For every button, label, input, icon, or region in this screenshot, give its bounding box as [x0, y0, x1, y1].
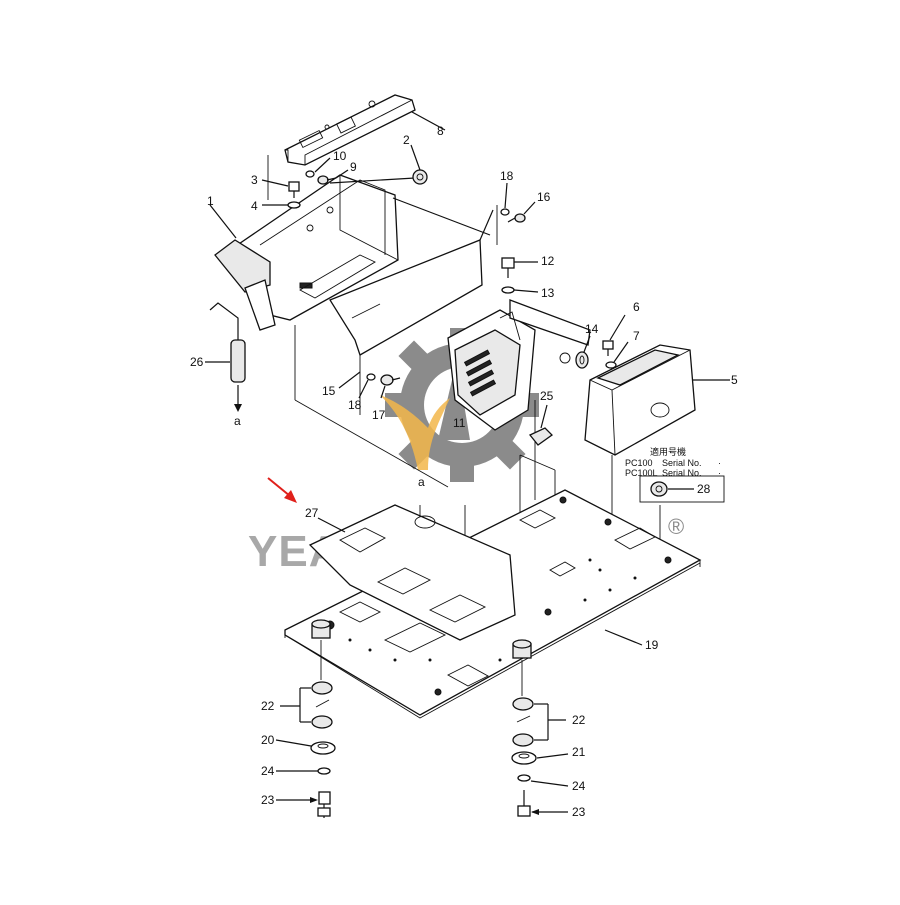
- callout-4: 4: [251, 199, 258, 213]
- mount-stack-right: [511, 639, 569, 817]
- serial-row2-model: PC100L: [625, 468, 658, 478]
- callout-14: 14: [585, 322, 599, 336]
- callout-2: 2: [403, 133, 410, 147]
- callout-labels: 1 2 3 4 5 6 7 8 9 10 11 12 13 14 15 16 1…: [190, 124, 738, 819]
- part-14-grommet: [575, 335, 591, 369]
- serial-row2-suffix: ·: [718, 468, 721, 478]
- highlight-arrow-icon: [267, 477, 297, 503]
- part-5-cover-box: [584, 344, 730, 456]
- part-13-washer: [501, 286, 539, 294]
- part-25-grommet: [528, 404, 554, 446]
- part-8-top-bracket: [284, 94, 446, 166]
- callout-7: 7: [633, 329, 640, 343]
- callout-24-left: 24: [261, 764, 275, 778]
- callout-28: 28: [697, 482, 711, 496]
- callout-26: 26: [190, 355, 204, 369]
- callout-5: 5: [731, 373, 738, 387]
- part-18-washer-lower: [358, 373, 376, 399]
- callout-3: 3: [251, 173, 258, 187]
- callout-21: 21: [572, 745, 586, 759]
- part-17-screw: [380, 374, 401, 399]
- part-18-washer-top: [500, 182, 510, 216]
- part-7-washer: [605, 341, 629, 369]
- callout-11: 11: [453, 416, 466, 430]
- part-6-bolt: [602, 314, 626, 356]
- part-26-handle: [205, 302, 246, 412]
- serial-row2-text: Serial No.: [662, 468, 702, 478]
- callout-23-left: 23: [261, 793, 275, 807]
- callout-12: 12: [541, 254, 555, 268]
- part-2-nut: [410, 144, 428, 185]
- serial-number-note: 適用号機 PC100 Serial No. · PC100L Serial No…: [625, 446, 721, 478]
- callout-6: 6: [633, 300, 640, 314]
- callout-25: 25: [540, 389, 554, 403]
- serial-row1-model: PC100: [625, 458, 653, 468]
- callout-9: 9: [350, 160, 357, 174]
- callout-13: 13: [541, 286, 555, 300]
- callout-16: 16: [537, 190, 551, 204]
- watermark-registered-mark: ®: [668, 514, 684, 539]
- part-27-floor-mat: [308, 504, 516, 641]
- callout-22-right: 22: [572, 713, 586, 727]
- part-10-washer: [305, 157, 331, 178]
- reference-a-handle: a: [234, 414, 241, 428]
- callout-15: 15: [322, 384, 336, 398]
- flame-accent-icon: [380, 395, 450, 470]
- part-11-louver-guard: [447, 299, 591, 431]
- callout-24-right: 24: [572, 779, 586, 793]
- part-28-grommet: [639, 475, 725, 503]
- callout-19: 19: [645, 638, 659, 652]
- callout-20: 20: [261, 733, 275, 747]
- serial-row1-suffix: ·: [718, 458, 721, 468]
- callout-10: 10: [333, 149, 347, 163]
- callout-1: 1: [207, 194, 214, 208]
- callout-23-right: 23: [572, 805, 586, 819]
- callout-27: 27: [305, 506, 319, 520]
- mount-stack-left: [275, 619, 336, 818]
- callout-18-lower: 18: [348, 398, 362, 412]
- callout-8: 8: [437, 124, 444, 138]
- hardware-items: [205, 144, 725, 503]
- part-16-screw: [507, 201, 536, 223]
- part-12-bolt: [501, 257, 538, 278]
- part-3-bolt: [261, 179, 300, 198]
- callout-22-left: 22: [261, 699, 275, 713]
- side-panel-sheet: [329, 197, 494, 356]
- reference-a-plate: a: [418, 475, 425, 489]
- part-4-washer: [262, 201, 301, 209]
- part-9-screw: [317, 169, 349, 185]
- part-15-leader: [338, 371, 361, 389]
- callout-17: 17: [372, 408, 386, 422]
- serial-note-japanese: 適用号機: [650, 446, 686, 457]
- callout-18-top: 18: [500, 169, 514, 183]
- part-1-main-frame: [209, 174, 416, 331]
- serial-row1-text: Serial No.: [662, 458, 702, 468]
